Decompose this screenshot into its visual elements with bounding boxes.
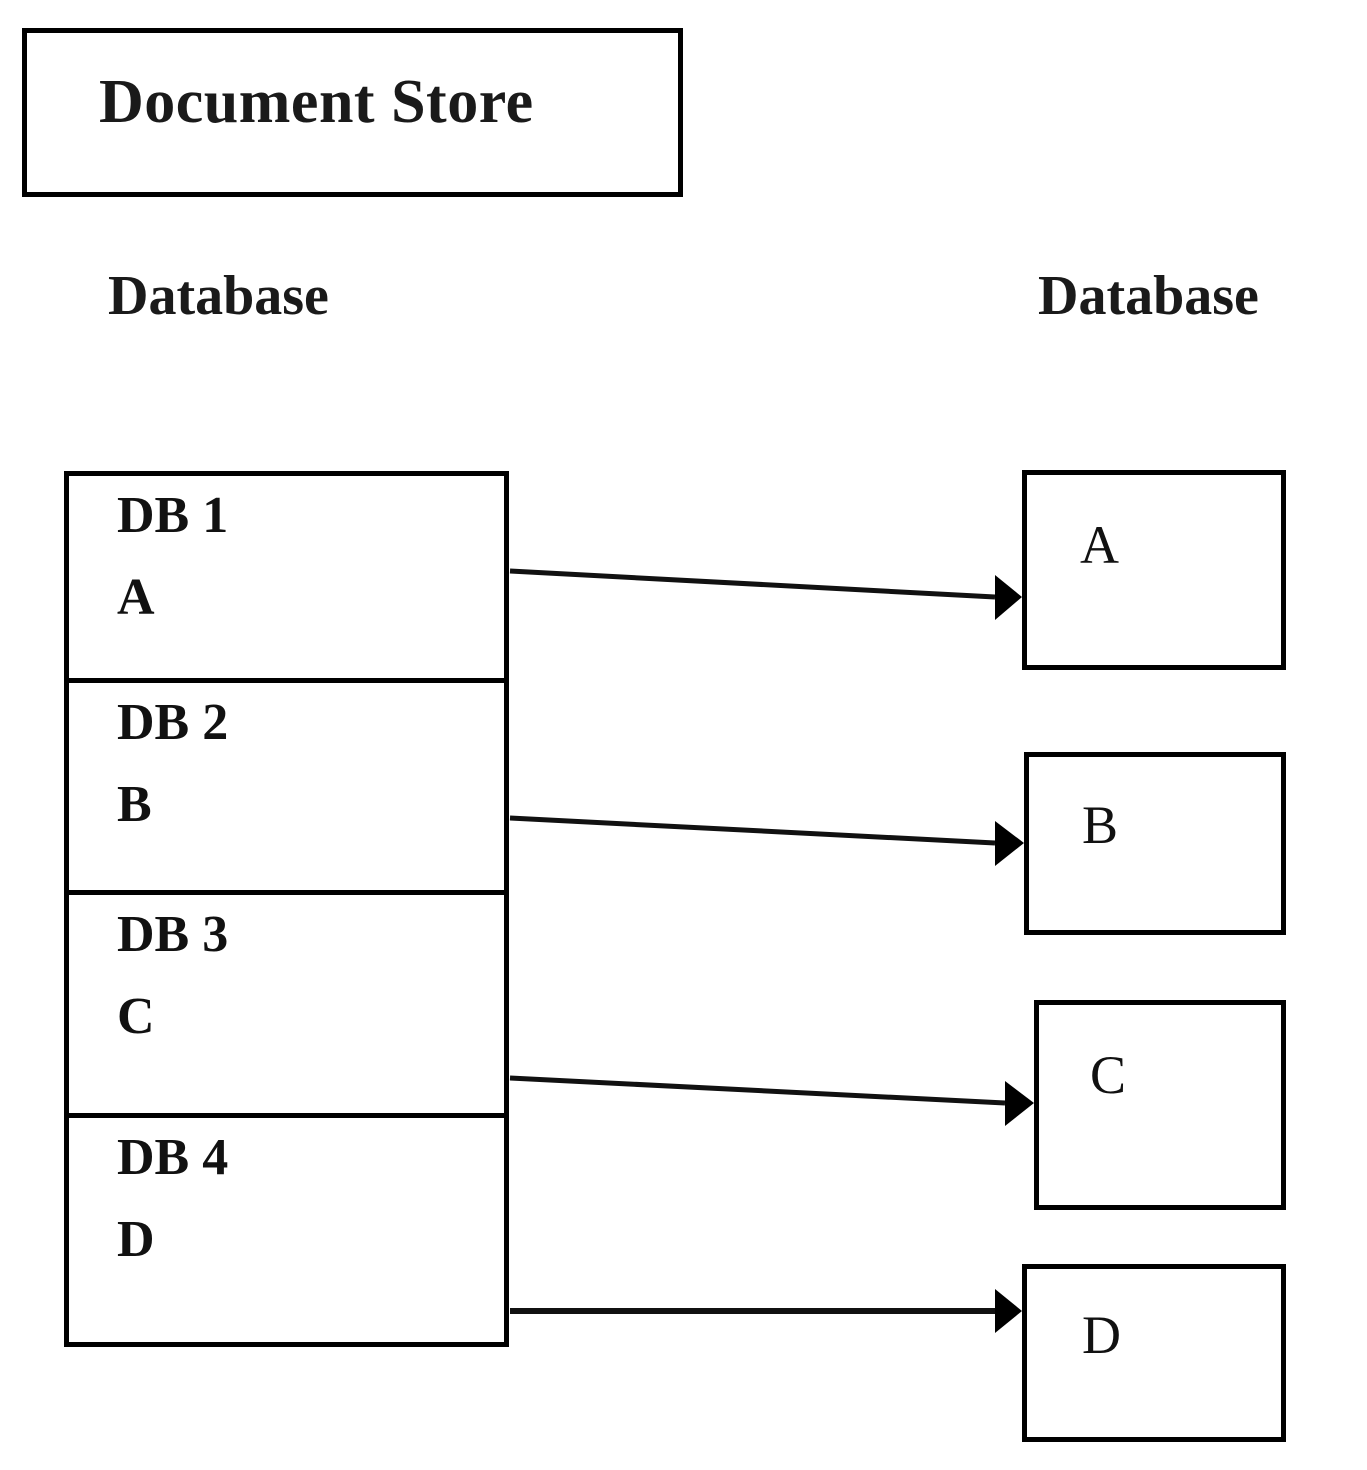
store-cell-db1: DB 1 A xyxy=(69,476,504,683)
mapping-arrow-db1-to-a xyxy=(509,568,1022,620)
document-store-title-label: Document Store xyxy=(99,68,534,136)
store-cell-value: D xyxy=(117,1211,155,1268)
store-cell-value: B xyxy=(117,776,152,833)
document-store-title-box: Document Store xyxy=(22,28,683,197)
database-box-label: C xyxy=(1090,1045,1127,1105)
database-box-a xyxy=(1022,470,1286,670)
mapping-arrow-db2-to-b xyxy=(509,815,1024,866)
database-box-b xyxy=(1024,752,1286,935)
database-box-label: B xyxy=(1082,795,1119,855)
store-cell-value: A xyxy=(117,569,155,626)
store-cell-value: C xyxy=(117,988,155,1045)
database-box-d xyxy=(1022,1264,1286,1442)
store-cell-db3: DB 3 C xyxy=(69,895,504,1118)
mapping-arrow-db3-to-c xyxy=(509,1075,1034,1126)
store-cell-title: DB 4 xyxy=(117,1129,229,1186)
store-cell-db2: DB 2 B xyxy=(69,683,504,895)
store-cell-title: DB 2 xyxy=(117,694,229,751)
store-cell-title: DB 1 xyxy=(117,487,229,544)
document-store-table: DB 1 A DB 2 B DB 3 C DB 4 D xyxy=(64,471,509,1347)
left-column-heading: Database xyxy=(108,265,329,327)
database-box-label: D xyxy=(1082,1305,1121,1365)
database-box-label: A xyxy=(1080,515,1119,575)
right-column-heading: Database xyxy=(1038,265,1259,327)
database-box-c xyxy=(1034,1000,1286,1210)
store-cell-title: DB 3 xyxy=(117,906,229,963)
mapping-arrow-db4-to-d xyxy=(510,1289,1022,1333)
store-cell-db4: DB 4 D xyxy=(69,1118,504,1342)
